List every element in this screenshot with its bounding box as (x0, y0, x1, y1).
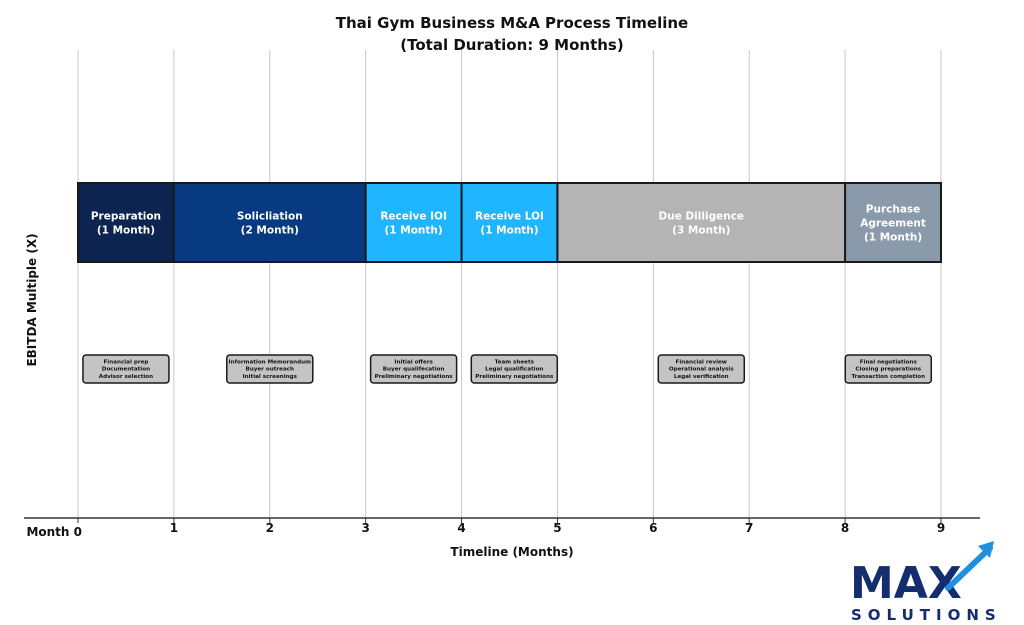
phase-rect (556, 182, 847, 263)
phase-rect (460, 182, 559, 263)
x-tick-label: 4 (457, 521, 465, 535)
phase-bar: Receive IOI(1 Month) (364, 182, 463, 263)
phase-bars: Preparation(1 Month) Solicliation(2 Month… (77, 182, 942, 263)
y-axis-label: EBITDA Multiple (X) (25, 233, 39, 366)
x-tick-label: 1 (170, 521, 178, 535)
logo-text: MAX (850, 558, 962, 609)
x-tick-label: 6 (649, 521, 657, 535)
logo-subtext: SOLUTIONS (851, 606, 1002, 624)
phase-label: Receive IOI(1 Month) (380, 211, 447, 237)
x-tick-label: Month 0 (26, 525, 82, 539)
chart-subtitle: (Total Duration: 9 Months) (400, 36, 623, 54)
chart-title: Thai Gym Business M&A Process Timeline (336, 14, 688, 32)
x-tick-label: 2 (266, 521, 274, 535)
phase-bar: Due Dilligence(3 Month) (556, 182, 847, 263)
phase-rect (77, 182, 175, 263)
phase-label: Solicliation(2 Month) (237, 211, 303, 237)
phase-rect (172, 182, 367, 263)
phase-rect (844, 182, 942, 263)
note-box (844, 354, 933, 384)
note-box (226, 354, 314, 384)
phase-bar: Solicliation(2 Month) (172, 182, 367, 263)
grid-lines (77, 50, 942, 518)
x-tick-labels: Month 0 1 2 3 4 5 6 7 8 9 (26, 518, 945, 539)
note-box (82, 354, 170, 384)
note-box (369, 354, 458, 384)
phase-bar: Preparation(1 Month) (77, 182, 175, 263)
x-axis-label: Timeline (Months) (450, 545, 573, 559)
phase-label: Preparation(1 Month) (91, 211, 161, 237)
logo-arrowhead-icon (978, 541, 994, 558)
x-tick-label: 3 (361, 521, 369, 535)
logo-arrow-icon (945, 545, 993, 591)
phase-label: Receive LOI(1 Month) (475, 211, 544, 237)
x-tick-label: 7 (745, 521, 753, 535)
max-solutions-logo: MAX SOLUTIONS (850, 541, 1002, 624)
x-tick-label: 8 (841, 521, 849, 535)
x-tick-label: 5 (553, 521, 561, 535)
x-tick-label: 9 (937, 521, 945, 535)
phase-label: Due Dilligence(3 Month) (659, 211, 745, 237)
phase-rect (364, 182, 463, 263)
note-box (657, 354, 746, 384)
phase-bar: Receive LOI(1 Month) (460, 182, 559, 263)
note-box (470, 354, 559, 384)
